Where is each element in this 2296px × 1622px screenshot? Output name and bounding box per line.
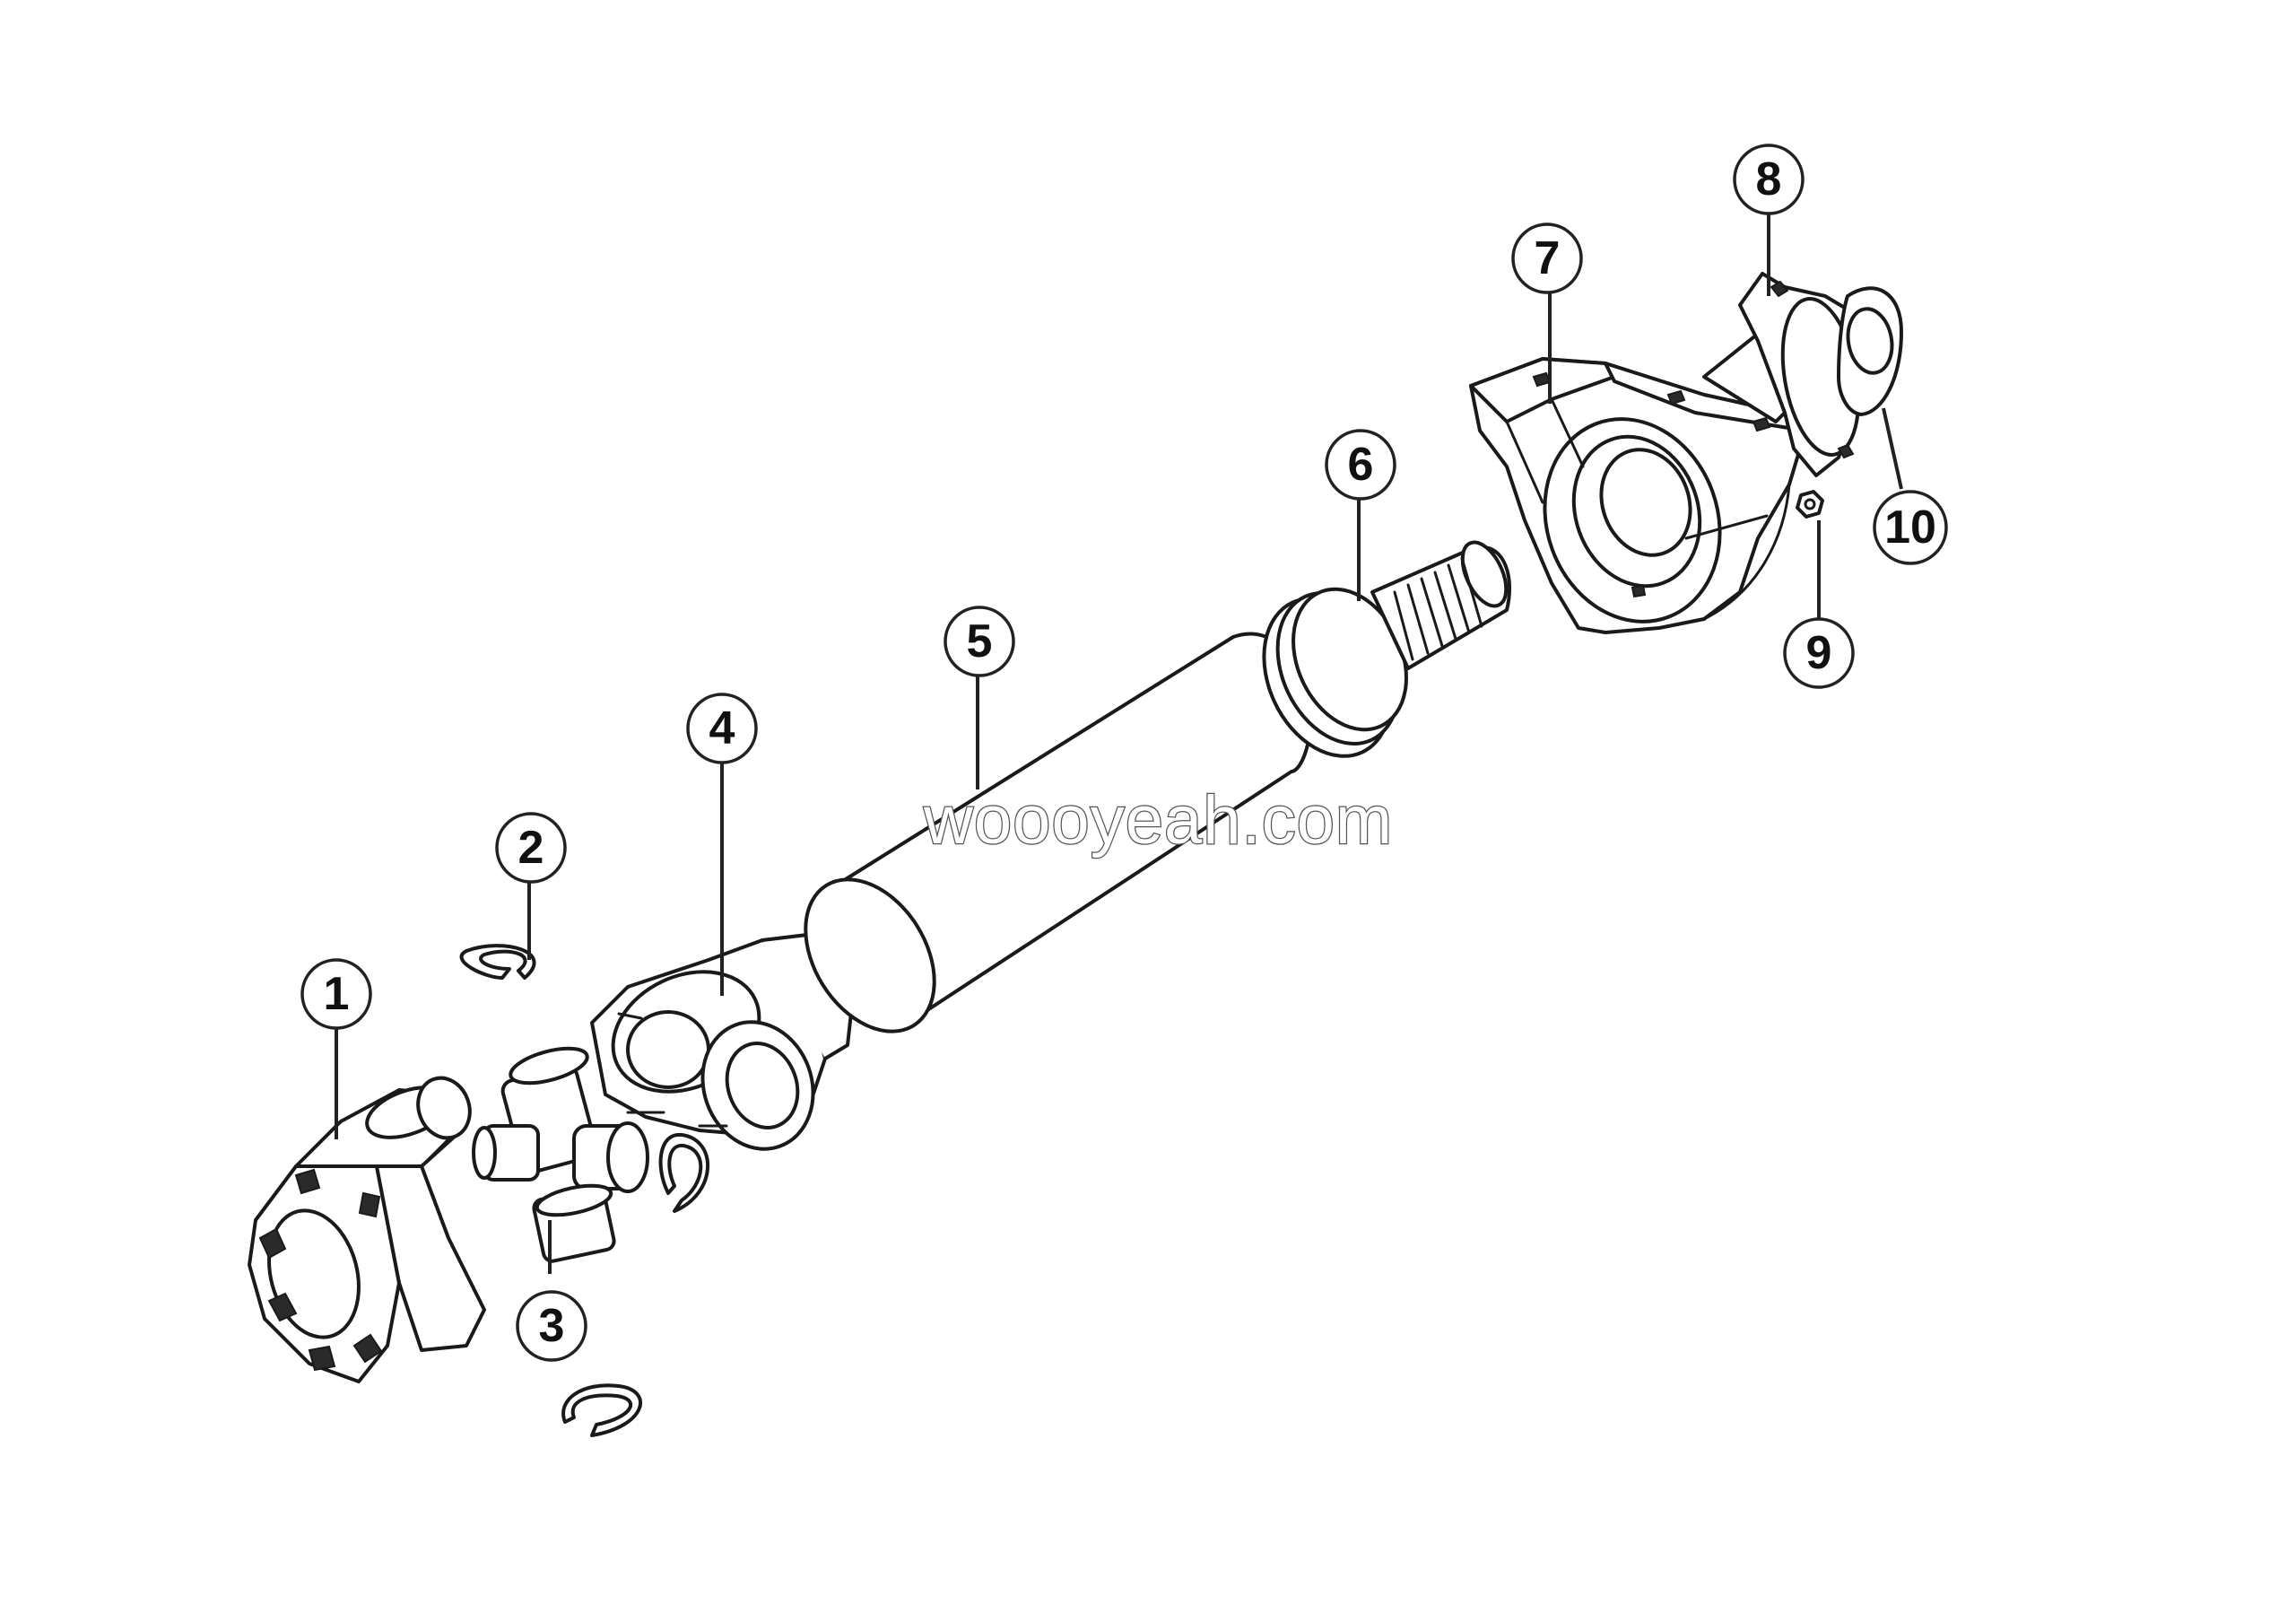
part-2-snap-ring <box>459 944 536 980</box>
callout-7-label: 7 <box>1535 232 1561 284</box>
callout-1: 1 <box>300 958 372 1030</box>
snap-ring-lower <box>561 1383 642 1437</box>
part-6-stub-shaft <box>1262 540 1512 758</box>
part-7-center-bearing <box>1469 357 1805 634</box>
part-1-end-yoke <box>248 1076 486 1383</box>
callout-1-label: 1 <box>324 968 350 1020</box>
callout-3: 3 <box>516 1290 587 1362</box>
callout-9-label: 9 <box>1806 627 1832 679</box>
watermark-text: woooyeah.com <box>923 782 1393 859</box>
part-3-universal-joint-cross <box>472 1046 649 1263</box>
callout-8: 8 <box>1733 144 1805 215</box>
part-10-washer <box>1837 286 1903 416</box>
callout-3-label: 3 <box>539 1300 565 1352</box>
callout-8-label: 8 <box>1756 153 1782 205</box>
leader-lines <box>335 211 1903 1274</box>
callout-6: 6 <box>1325 429 1396 501</box>
callout-6-label: 6 <box>1348 439 1374 491</box>
callout-5-label: 5 <box>967 615 993 667</box>
snap-ring-middle <box>658 1132 710 1213</box>
callout-2-label: 2 <box>518 822 544 874</box>
callout-5: 5 <box>944 606 1015 677</box>
part-9-nut <box>1796 490 1824 519</box>
callout-9: 9 <box>1783 617 1855 689</box>
part-4-slip-yoke <box>590 933 854 1151</box>
callout-4: 4 <box>686 693 758 764</box>
callout-7: 7 <box>1511 222 1583 294</box>
callout-10: 10 <box>1873 490 1948 565</box>
callout-4-label: 4 <box>709 702 735 754</box>
callouts: 1 2 3 4 5 6 7 8 <box>300 144 1948 1362</box>
callout-10-label: 10 <box>1884 501 1936 554</box>
callout-2: 2 <box>495 812 567 884</box>
leader-10 <box>1882 407 1903 490</box>
